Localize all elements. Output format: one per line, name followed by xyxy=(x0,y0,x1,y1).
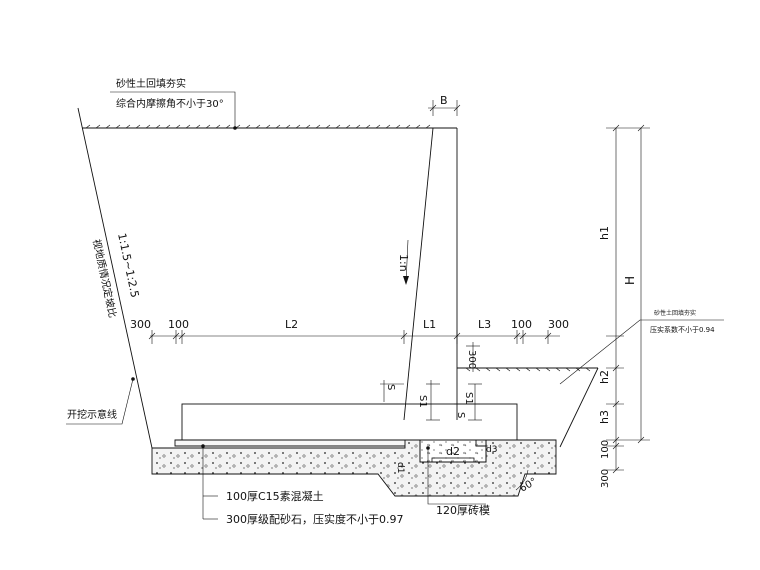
right-excavation-slope xyxy=(559,367,599,448)
trench-bottom xyxy=(431,457,475,463)
wall-slope-arrow-line xyxy=(405,239,409,284)
dim-label-S-1: S xyxy=(385,384,396,390)
dim-label-S-2: S xyxy=(455,412,466,418)
dim-label-H: H xyxy=(623,276,637,285)
c15-concrete-layer xyxy=(174,439,421,447)
dim-vertical-right xyxy=(606,124,650,474)
dim-label-right-100: 100 xyxy=(511,318,532,331)
leader-excavation-line xyxy=(66,377,135,425)
center-trench xyxy=(419,439,487,463)
label-slope-ratio: 1:1.5~1:2.5 xyxy=(115,232,141,299)
dim-label-h3: h3 xyxy=(598,410,611,424)
label-excavation-line: 开挖示意线 xyxy=(67,408,117,421)
dim-label-L1: L1 xyxy=(423,318,436,331)
label-inner-friction-angle: 综合内摩擦角不小于30° xyxy=(116,97,224,110)
dim-label-h2: h2 xyxy=(598,370,611,384)
dim-label-right-300: 300 xyxy=(548,318,569,331)
dim-label-d3: d3 xyxy=(486,445,497,455)
dim-label-L3: L3 xyxy=(478,318,491,331)
dim-S-right xyxy=(454,383,482,421)
label-concrete-layer: 100厚C15素混凝土 xyxy=(226,489,324,503)
label-backfill-sandy-soil: 砂性土回填夯实 xyxy=(116,77,186,90)
dim-label-top-300: 300 xyxy=(466,350,477,369)
excavation-slope-line xyxy=(77,107,153,449)
leader-bottom-layers xyxy=(201,444,218,520)
dim-label-B: B xyxy=(440,94,448,107)
label-gravel-layer: 300厚级配砂石，压实度不小于0.97 xyxy=(226,512,404,526)
dim-label-L2: L2 xyxy=(285,318,298,331)
dim-top-300 xyxy=(466,342,480,372)
label-slope-n: 1:n xyxy=(397,254,410,272)
dim-label-bottom-300: 300 xyxy=(600,469,611,488)
dim-line-horizontal xyxy=(148,330,560,344)
wall-slope-arrow-head xyxy=(403,276,409,285)
dim-label-d2: d2 xyxy=(446,445,460,458)
ground-line-top xyxy=(82,124,457,129)
dim-label-left-300: 300 xyxy=(130,318,151,331)
leader-brick-mold xyxy=(426,446,486,505)
dim-label-S1-1: S1 xyxy=(417,395,428,408)
right-ground-hatch xyxy=(465,367,591,372)
dim-label-d1: d1 xyxy=(395,462,405,473)
dim-B xyxy=(428,100,461,116)
label-right-compaction: 压实系数不小于0.94 xyxy=(650,325,715,334)
wall-base-slab xyxy=(181,403,518,441)
dim-label-left-100: 100 xyxy=(168,318,189,331)
dim-label-bottom-100: 100 xyxy=(600,440,611,459)
leader-right-backfill xyxy=(559,319,724,385)
angle-arc xyxy=(515,469,529,491)
dim-label-h1: h1 xyxy=(598,226,611,240)
dim-S-left xyxy=(380,380,440,421)
label-right-backfill: 砂性土回填夯实 xyxy=(654,309,696,317)
leader-backfill xyxy=(110,91,237,130)
gravel-pattern xyxy=(152,440,556,496)
dim-label-S1-2: S1 xyxy=(463,392,474,405)
label-brick-mold: 120厚砖模 xyxy=(436,503,490,517)
wall-back-slope xyxy=(403,127,434,421)
